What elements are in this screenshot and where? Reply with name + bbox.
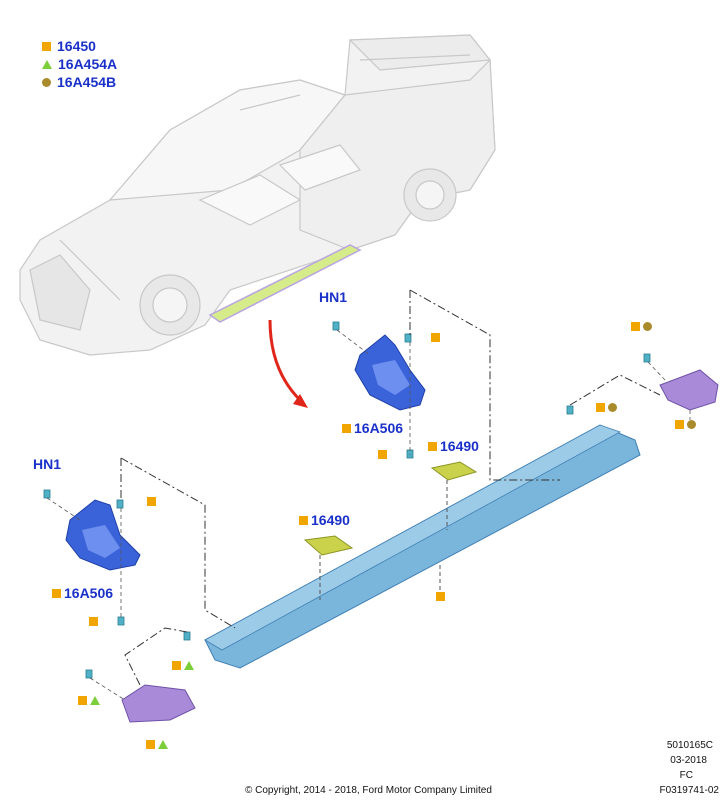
triangle-fastener-icon [184, 661, 194, 670]
triangle-fastener-icon [90, 696, 100, 705]
square-fastener-icon [52, 588, 61, 598]
end-cap-upper-part [659, 369, 719, 411]
legend-item-16a454a: 16A454A [42, 56, 117, 72]
part-label-hn1-lower: HN1 [33, 456, 62, 472]
callout-pad-upper: 16490 [428, 438, 479, 454]
bracket-lower-part [65, 499, 141, 571]
callout-pad-lower: 16490 [299, 512, 350, 528]
marker-square-circle [596, 403, 617, 412]
leader-lines [120, 289, 661, 686]
marker-square-triangle [146, 740, 168, 749]
truck-illustration [19, 34, 496, 356]
marker-square-circle [631, 322, 652, 331]
callout-bracket-upper: 16A506 [342, 420, 403, 436]
callout-bracket-lower: 16A506 [52, 585, 113, 601]
marker-square [147, 497, 156, 506]
arrow-head-icon [293, 394, 308, 408]
thin-leaders [46, 329, 691, 701]
square-fastener-icon [299, 515, 308, 525]
square-fastener-icon [78, 696, 87, 705]
square-fastener-icon [428, 441, 437, 451]
fasteners [43, 321, 651, 679]
triangle-fastener-icon [42, 59, 52, 69]
square-fastener-icon [147, 497, 156, 506]
end-cap-lower-part [121, 684, 196, 723]
diagram-code: 5010165C [666, 740, 713, 751]
circle-fastener-icon [608, 403, 617, 412]
part-label-hn1-upper: HN1 [319, 289, 348, 305]
truck-running-board-highlight [208, 244, 362, 323]
part-label-16a506-upper: 16A506 [354, 420, 404, 436]
marker-square [436, 592, 445, 601]
running-board-part [204, 424, 641, 669]
square-fastener-icon [42, 41, 51, 51]
square-fastener-icon [596, 403, 605, 412]
part-label-16490-lower: 16490 [311, 512, 350, 528]
step-pad-lower [303, 535, 354, 556]
copyright-notice: © Copyright, 2014 - 2018, Ford Motor Com… [245, 785, 492, 796]
square-fastener-icon [146, 740, 155, 749]
legend-item-16a454b: 16A454B [42, 74, 116, 90]
marker-square [431, 333, 440, 342]
marker-square [89, 617, 98, 626]
step-pad-upper [430, 461, 478, 481]
triangle-fastener-icon [158, 740, 168, 749]
legend-label: 16A454B [57, 74, 117, 90]
figure-number: F0319741-02 [659, 785, 720, 796]
square-fastener-icon [89, 617, 98, 626]
square-fastener-icon [431, 333, 440, 342]
square-fastener-icon [342, 423, 351, 433]
legend-label: 16450 [57, 38, 96, 54]
legend-item-16450: 16450 [42, 38, 96, 54]
square-fastener-icon [436, 592, 445, 601]
square-fastener-icon [631, 322, 640, 331]
arrow-icon [268, 319, 302, 402]
part-label-16a506-lower: 16A506 [64, 585, 114, 601]
diagram-date: 03-2018 [670, 755, 707, 766]
marker-square [378, 450, 387, 459]
marker-square-circle [675, 420, 696, 429]
circle-fastener-icon [643, 322, 652, 331]
circle-fastener-icon [42, 77, 51, 87]
square-fastener-icon [172, 661, 181, 670]
legend-label: 16A454A [58, 56, 118, 72]
part-label-16490-upper: 16490 [440, 438, 479, 454]
marker-square-triangle [172, 661, 194, 670]
circle-fastener-icon [687, 420, 696, 429]
diagram-fc: FC [679, 770, 693, 781]
square-fastener-icon [675, 420, 684, 429]
bracket-upper-part [354, 334, 426, 411]
marker-square-triangle [78, 696, 100, 705]
square-fastener-icon [378, 450, 387, 459]
